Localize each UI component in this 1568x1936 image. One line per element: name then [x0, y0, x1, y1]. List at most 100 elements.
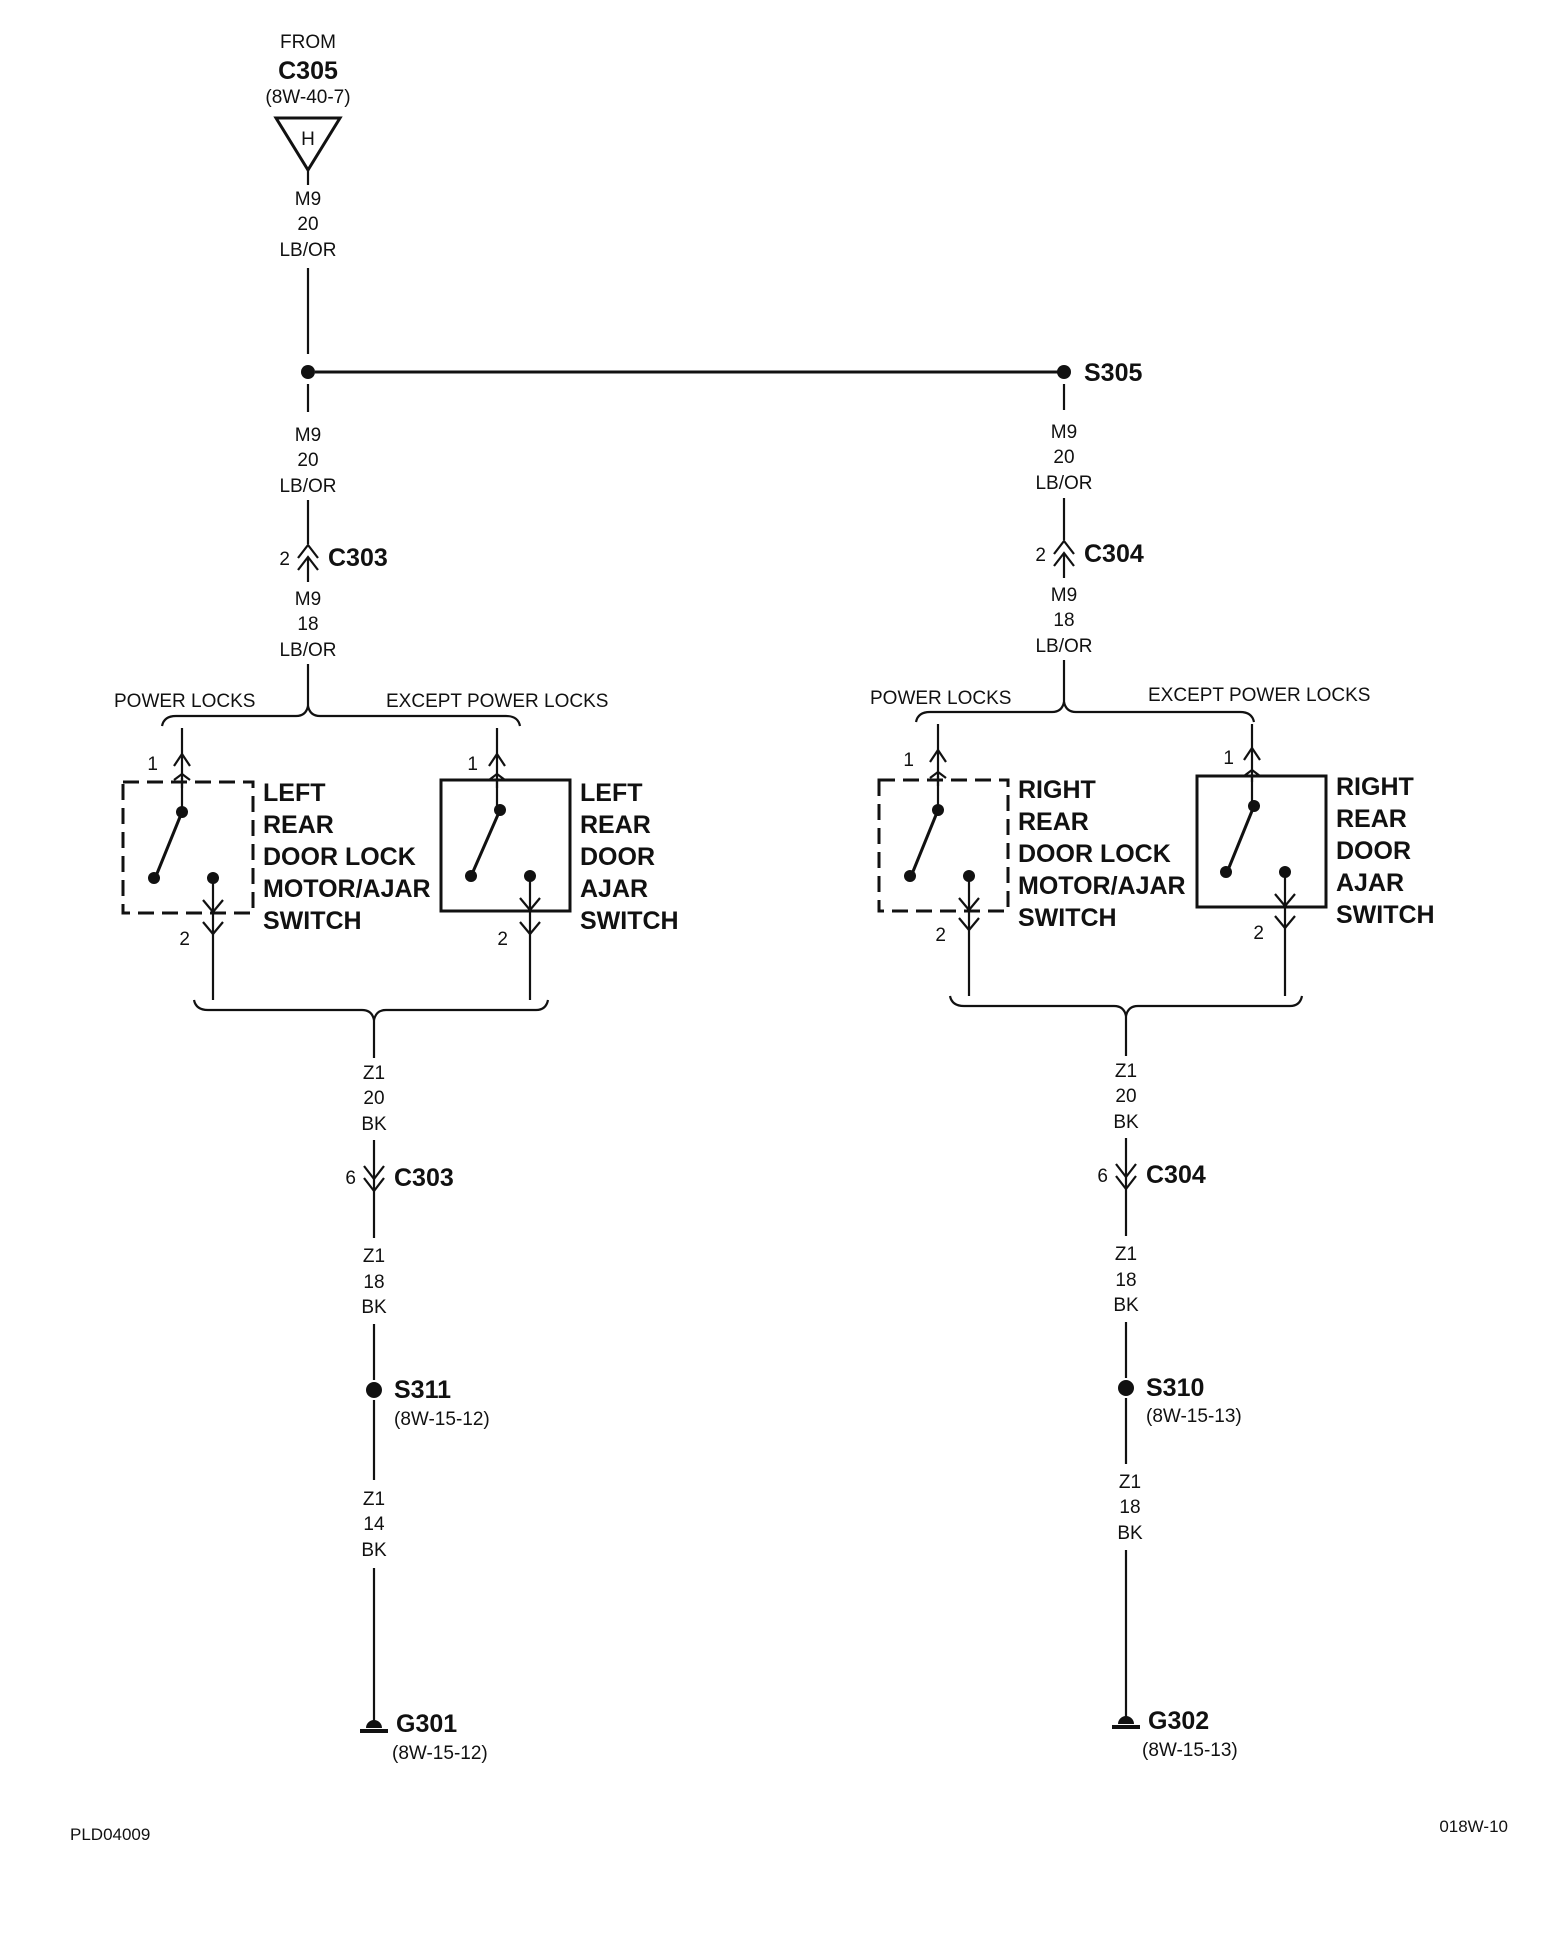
footer-right-code: 018W-10 [1439, 1817, 1508, 1836]
ground-g301: G301 (8W-15-12) [360, 1710, 488, 1764]
connector-chevron [363, 1165, 385, 1181]
switch-label-line: LEFT [263, 779, 326, 807]
arrow-head [1243, 768, 1261, 777]
wire-circuit: M9 [295, 589, 321, 610]
connector-c303-upper: 2 C303 [279, 543, 388, 572]
switch-label-line: MOTOR/AJAR [263, 875, 431, 903]
ground-ref: (8W-15-12) [392, 1743, 488, 1764]
wire-gauge: 18 [1115, 1270, 1136, 1291]
connector-chevron [1115, 1175, 1137, 1191]
switch-housing [1195, 774, 1328, 909]
ground-g302: G302 (8W-15-13) [1112, 1707, 1238, 1761]
connector-chevron [1053, 539, 1075, 555]
option-brace [160, 705, 522, 727]
wire-color: BK [1117, 1523, 1143, 1544]
switch-blade [1226, 805, 1256, 871]
wire-gauge: 18 [1053, 610, 1074, 631]
switch-blade [154, 811, 184, 877]
wire-color: LB/OR [279, 476, 336, 497]
wire-gauge: 18 [1119, 1497, 1140, 1518]
switch-label-line: AJAR [580, 875, 648, 903]
wire-gauge: 20 [1053, 447, 1074, 468]
arrow-head [929, 770, 947, 779]
arrow-head [488, 772, 506, 781]
footer-left-code: PLD04009 [70, 1825, 150, 1844]
source-connector-name: C305 [278, 57, 338, 85]
wire-circuit: Z1 [1115, 1244, 1137, 1265]
switch-label-line: REAR [1336, 805, 1407, 833]
wire-circuit: Z1 [1119, 1472, 1141, 1493]
arrow-head [202, 899, 224, 914]
wire-circuit: M9 [1051, 585, 1077, 606]
connector-name: C303 [394, 1164, 454, 1192]
right-door-ajar-switch: 1 2 RIGHT REAR DOOR AJAR SWITCH [1195, 724, 1435, 996]
switch-label-line: LEFT [580, 779, 643, 807]
wire-gauge: 20 [297, 214, 318, 235]
switch-label-line: REAR [1018, 808, 1089, 836]
source-ref: (8W-40-7) [265, 87, 350, 108]
pin-number: 2 [497, 929, 508, 950]
switch-label-line: RIGHT [1336, 773, 1414, 801]
switch-label-line: SWITCH [1336, 901, 1435, 929]
wire-circuit: Z1 [1115, 1061, 1137, 1082]
wire-gauge: 20 [1115, 1086, 1136, 1107]
switch-label-line: AJAR [1336, 869, 1404, 897]
connector-chevron [1115, 1163, 1137, 1179]
switch-contact [904, 870, 916, 882]
splice-s310-ref: (8W-15-13) [1146, 1406, 1242, 1427]
switch-label-line: REAR [263, 811, 334, 839]
wire-color: BK [361, 1540, 387, 1561]
connector-name: C304 [1146, 1161, 1206, 1189]
wire-label-m9-20-top: M9 20 LB/OR [279, 170, 337, 261]
source-connector-c305: FROM C305 (8W-40-7) H [265, 32, 351, 173]
splice-s310-name: S310 [1146, 1374, 1204, 1402]
pin-number: 2 [935, 925, 946, 946]
switch-housing [877, 778, 1010, 913]
ground-name: G301 [396, 1710, 457, 1738]
wire-gauge: 20 [297, 450, 318, 471]
connector-name: C304 [1084, 540, 1144, 568]
wire-gauge: 20 [363, 1088, 384, 1109]
wire-color: BK [1113, 1295, 1139, 1316]
wire-gauge: 14 [363, 1514, 385, 1535]
switch-housing [121, 780, 255, 915]
connector-c304-upper: 2 C304 [1035, 539, 1144, 568]
connector-name: C303 [328, 544, 388, 572]
pin-number: 1 [1223, 748, 1234, 769]
connector-chevron [929, 748, 947, 763]
connector-pin: 2 [279, 549, 290, 570]
ground-name: G302 [1148, 1707, 1209, 1735]
wire-gauge: 18 [297, 614, 318, 635]
arrow-head [519, 897, 541, 912]
junction-dot-left [301, 365, 315, 379]
connector-chevron [1053, 551, 1075, 567]
connector-chevron [297, 543, 319, 559]
connector-chevron [1243, 746, 1261, 761]
splice-dot-s310 [1118, 1380, 1134, 1396]
pin-number: 1 [903, 750, 914, 771]
splice-dot-s305 [1057, 365, 1071, 379]
connector-c304-lower: 6 C304 [1097, 1161, 1206, 1191]
connector-chevron [297, 555, 319, 571]
wire-color: LB/OR [1035, 473, 1092, 494]
source-pin-triangle [273, 116, 343, 173]
splice-s311-name: S311 [394, 1376, 451, 1404]
switch-label-line: DOOR LOCK [1018, 840, 1171, 868]
right-door-lock-motor-ajar-switch: 1 2 RIGHT REAR DOOR LOCK MOTOR/AJAR SWIT… [877, 724, 1186, 996]
connector-chevron [202, 921, 224, 936]
switch-blade [470, 809, 502, 875]
wire-circuit: Z1 [363, 1246, 385, 1267]
connector-chevron [1274, 915, 1296, 930]
arrow-head [958, 897, 980, 912]
arrow-head [173, 772, 191, 781]
switch-housing [439, 778, 572, 913]
connector-c303-lower: 6 C303 [345, 1164, 454, 1193]
wire-color: BK [361, 1114, 387, 1135]
wire-color: BK [1113, 1112, 1139, 1133]
connector-pin: 6 [345, 1168, 356, 1189]
connector-pin: 2 [1035, 545, 1046, 566]
connector-chevron [173, 752, 191, 767]
wire-circuit: M9 [1051, 422, 1077, 443]
ground-icon [366, 1720, 382, 1728]
